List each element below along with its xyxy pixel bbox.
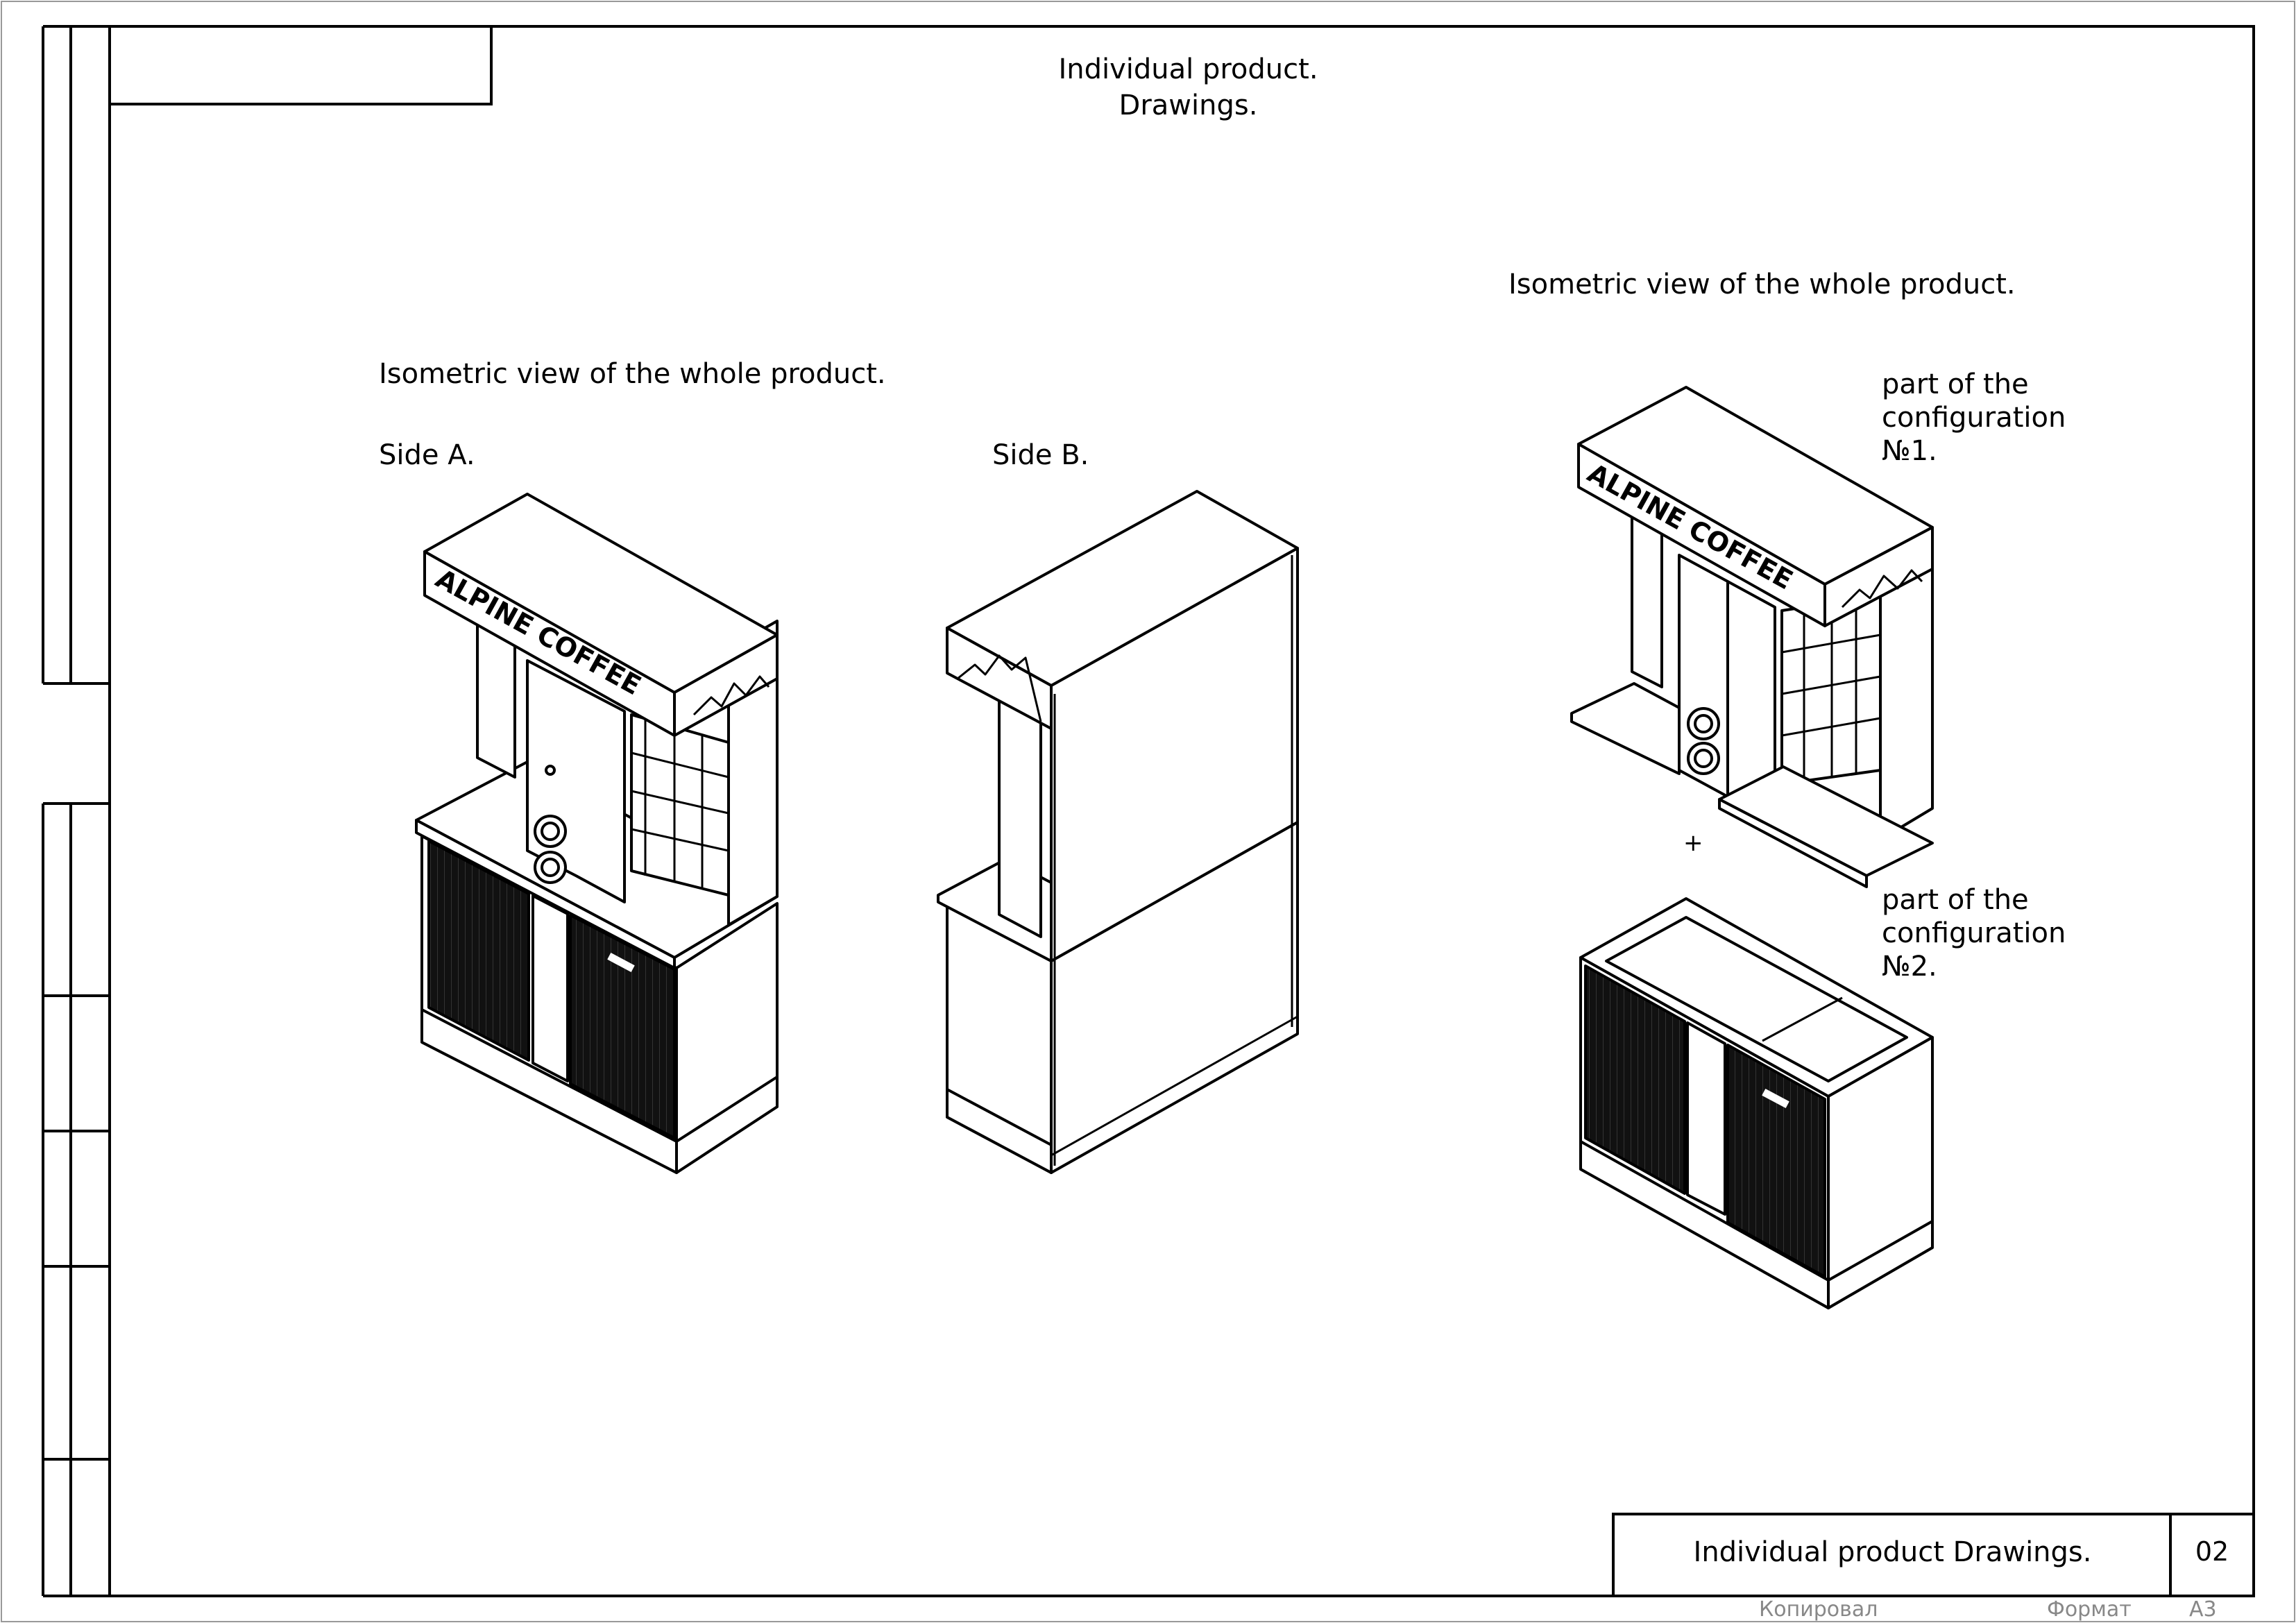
- side-a-door-handle[interactable]: [607, 953, 635, 972]
- config2-plinth-right: [1827, 1220, 1934, 1309]
- config2-left-door[interactable]: [1584, 965, 1686, 1195]
- config1-coffee-circle-bottom: [1687, 742, 1720, 775]
- config1-sign-right: [1823, 526, 1934, 627]
- title-block-sheet-number: 02: [2195, 1536, 2229, 1567]
- drawing-frame: [108, 25, 2255, 1597]
- title-block: [1612, 1513, 2255, 1597]
- side-a-knob: [545, 765, 556, 776]
- side-a-mountain-logo: [692, 675, 770, 716]
- side-b-label: Side B.: [992, 439, 1089, 471]
- plus-sign: +: [1683, 829, 1703, 857]
- side-a-left-door[interactable]: [427, 840, 530, 1062]
- config1-left-post: [1631, 512, 1663, 688]
- binding-strip-upper: [42, 25, 110, 685]
- config1-mountain-logo: [1841, 569, 1923, 609]
- footer-format-label: Формат: [2047, 1597, 2132, 1622]
- side-a-coffee-circle-bottom: [534, 851, 567, 884]
- footer-copied-label: Копировал: [1759, 1597, 1878, 1622]
- side-a-center-panel: [532, 894, 569, 1082]
- side-b-mountain-logo: [957, 654, 1042, 722]
- side-a-coffee-circle-top: [534, 815, 567, 848]
- sheet-title-line1: Individual product.: [1058, 53, 1318, 85]
- config1-note: part of the configuration №1.: [1882, 368, 2066, 467]
- sheet-title-line2: Drawings.: [1119, 90, 1258, 121]
- config2-door-handle[interactable]: [1762, 1089, 1789, 1108]
- config1-column-front: [1726, 580, 1776, 798]
- config1-view: [1570, 386, 1934, 888]
- left-views-heading: Isometric view of the whole product.: [379, 358, 886, 390]
- config2-inner: [1605, 916, 1908, 1082]
- config1-left-counter: [1570, 682, 1681, 775]
- config2-view: [1579, 897, 1934, 1309]
- side-b-view: [937, 490, 1299, 1174]
- side-a-right-door[interactable]: [569, 914, 676, 1139]
- side-a-sign-right: [673, 634, 779, 737]
- right-views-heading: Isometric view of the whole product.: [1508, 269, 2016, 300]
- config1-coffee-circle-top: [1687, 707, 1720, 740]
- config2-note: part of the configuration №2.: [1882, 884, 2066, 983]
- footer-format-value: A3: [2189, 1597, 2217, 1622]
- side-a-plinth-right: [675, 1076, 779, 1174]
- config2-center-panel: [1686, 1021, 1726, 1216]
- config1-shelf-lines: [1781, 600, 1881, 781]
- side-a-label: Side A.: [379, 439, 475, 471]
- side-a-shelf-lines: [631, 719, 729, 890]
- side-a-view: [415, 493, 779, 1174]
- binding-strip-lower: [42, 802, 110, 1597]
- title-block-name: Individual product Drawings.: [1693, 1536, 2092, 1568]
- top-left-box: [108, 25, 493, 105]
- side-b-post: [998, 686, 1042, 938]
- config2-right-door[interactable]: [1726, 1044, 1826, 1278]
